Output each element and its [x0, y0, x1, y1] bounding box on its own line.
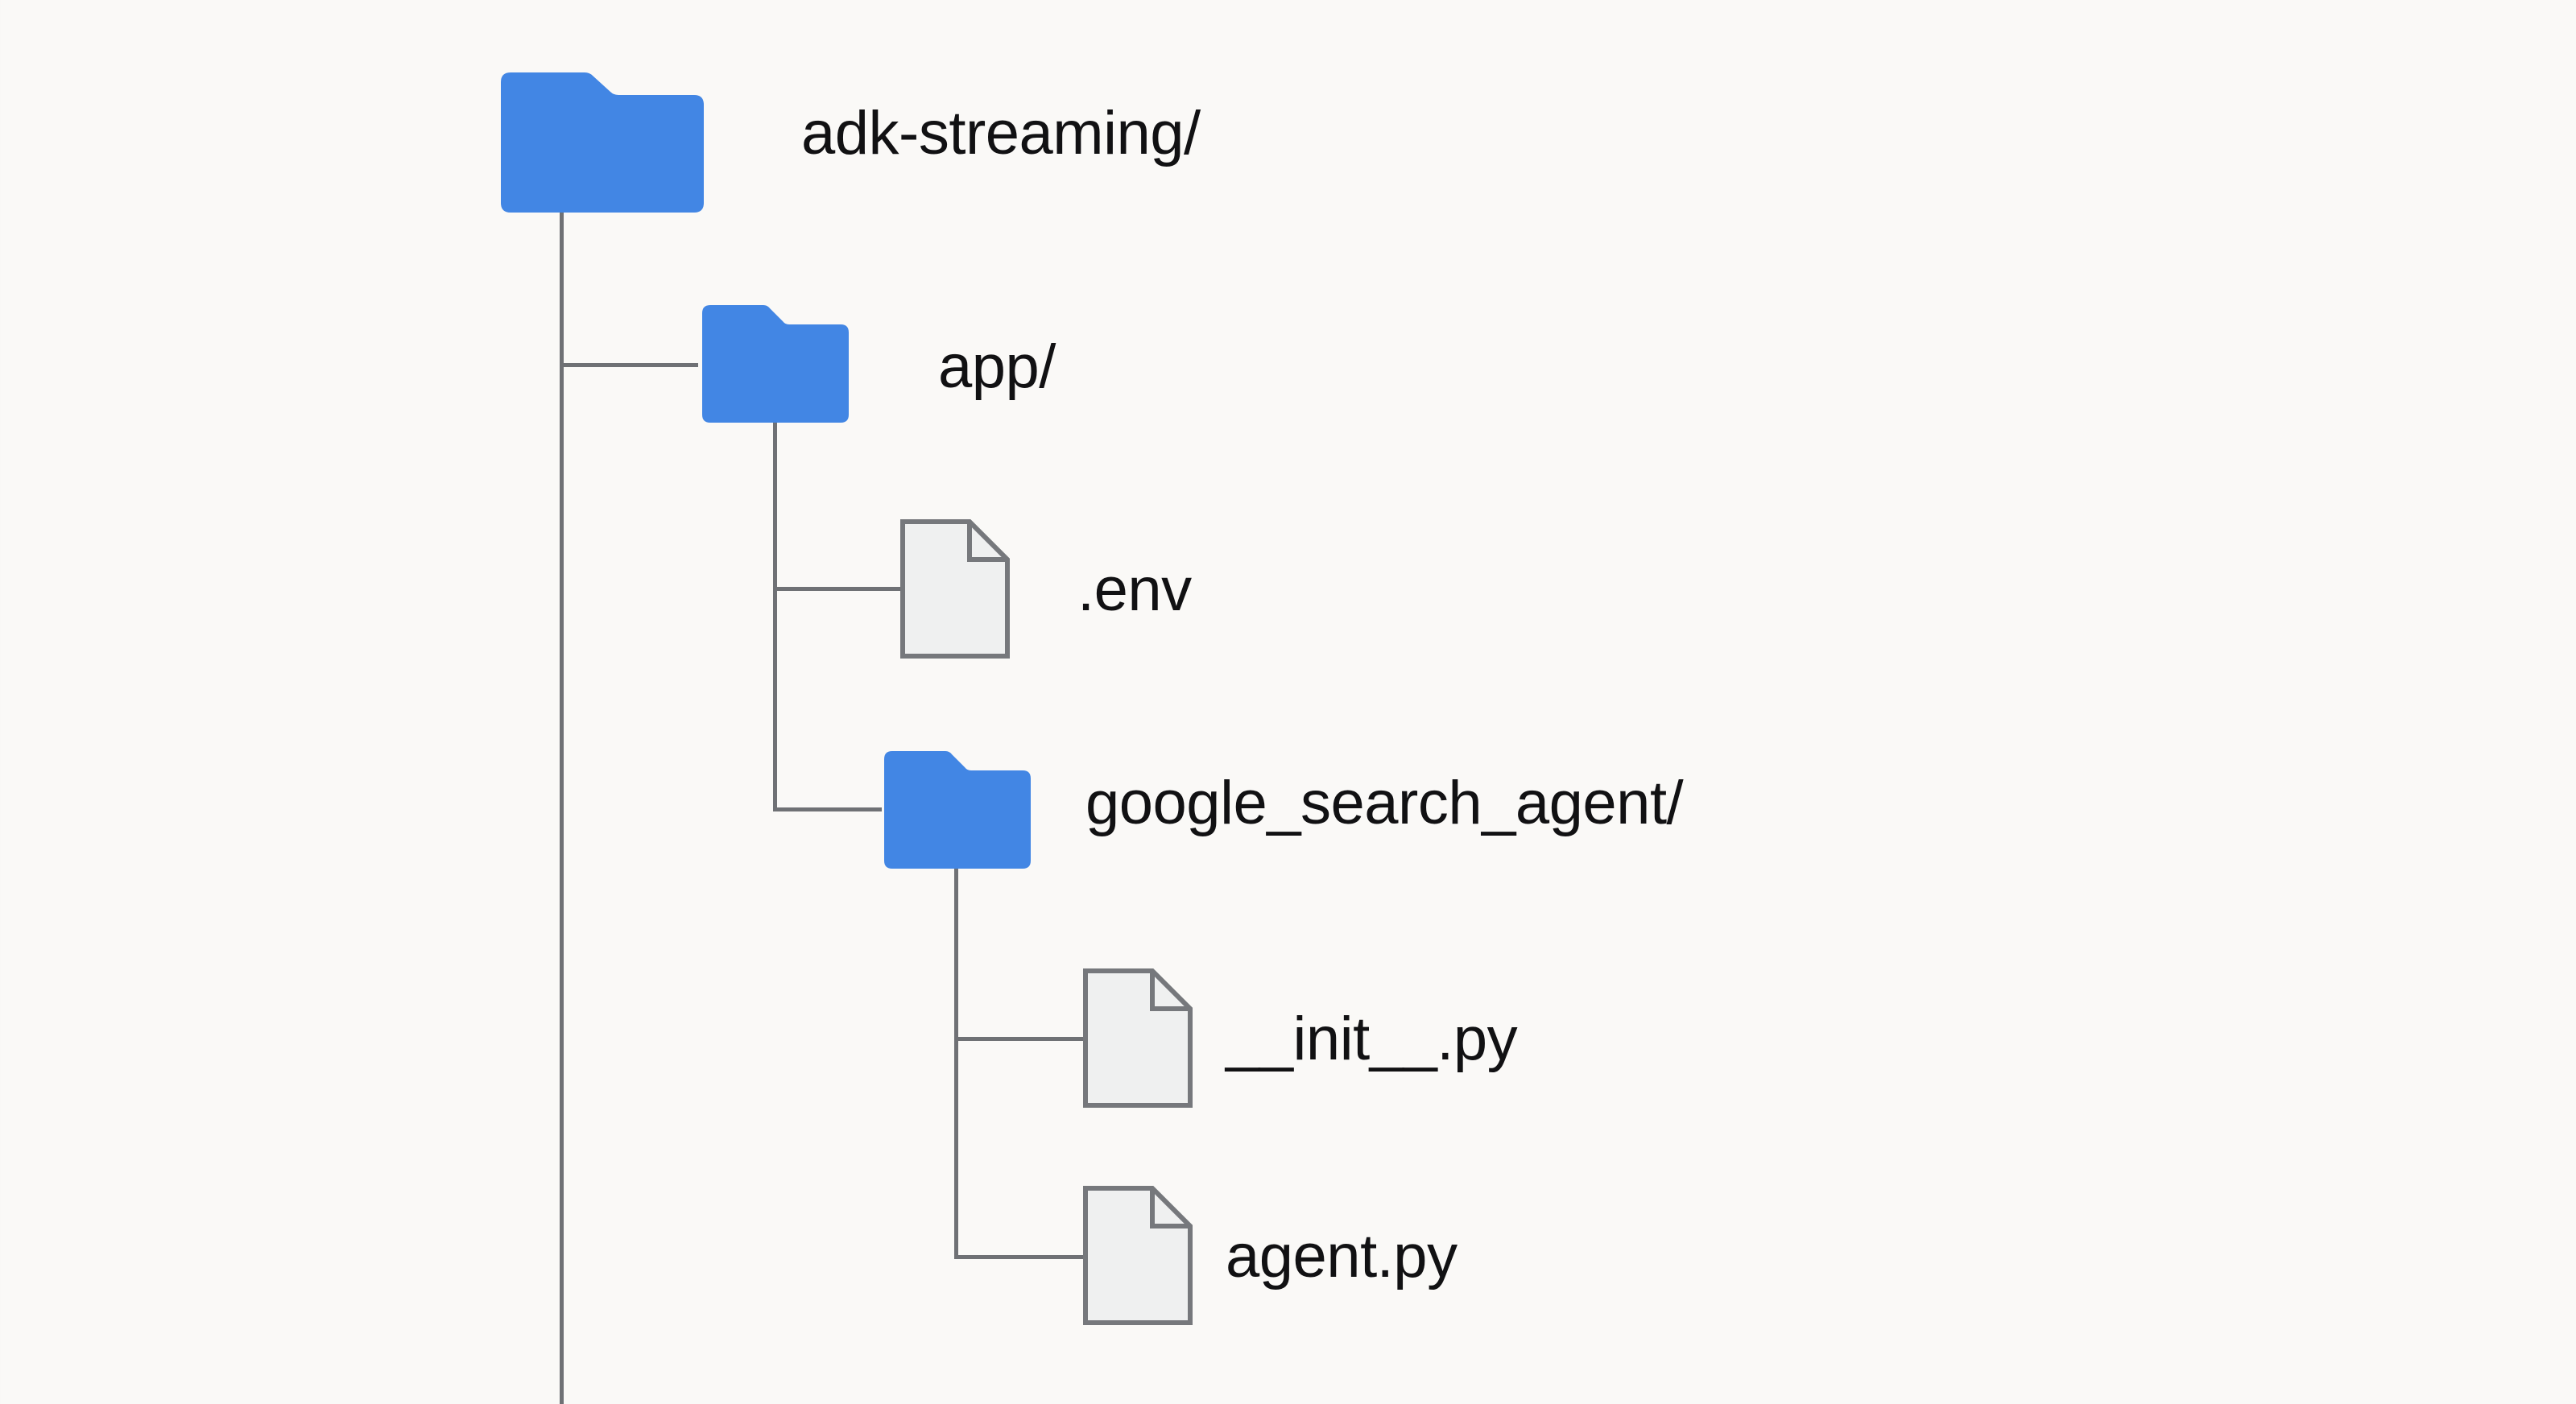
connector-google-search-agent-trunk	[954, 868, 958, 1259]
connector-gsa-to-init-py	[954, 1037, 1087, 1041]
node-label-app: app/	[938, 332, 1056, 401]
folder-icon[interactable]	[696, 304, 855, 424]
folder-icon[interactable]	[878, 749, 1037, 870]
connector-root-to-app	[560, 363, 698, 367]
connector-gsa-to-agent-py	[954, 1255, 1087, 1259]
file-icon[interactable]	[900, 519, 1010, 659]
node-label-google-search-agent: google_search_agent/	[1085, 769, 1684, 837]
node-label-agent-py: agent.py	[1226, 1222, 1458, 1290]
folder-icon[interactable]	[490, 71, 715, 214]
file-icon[interactable]	[1083, 1186, 1193, 1325]
connector-root-trunk	[560, 211, 564, 1404]
connector-app-trunk	[773, 422, 777, 811]
file-icon[interactable]	[1083, 968, 1193, 1108]
connector-app-to-env	[773, 587, 904, 591]
node-label-env: .env	[1077, 555, 1192, 624]
node-label-init-py: __init__.py	[1226, 1005, 1518, 1073]
node-label-root: adk-streaming/	[801, 99, 1201, 167]
connector-app-to-google-search-agent	[773, 807, 882, 811]
